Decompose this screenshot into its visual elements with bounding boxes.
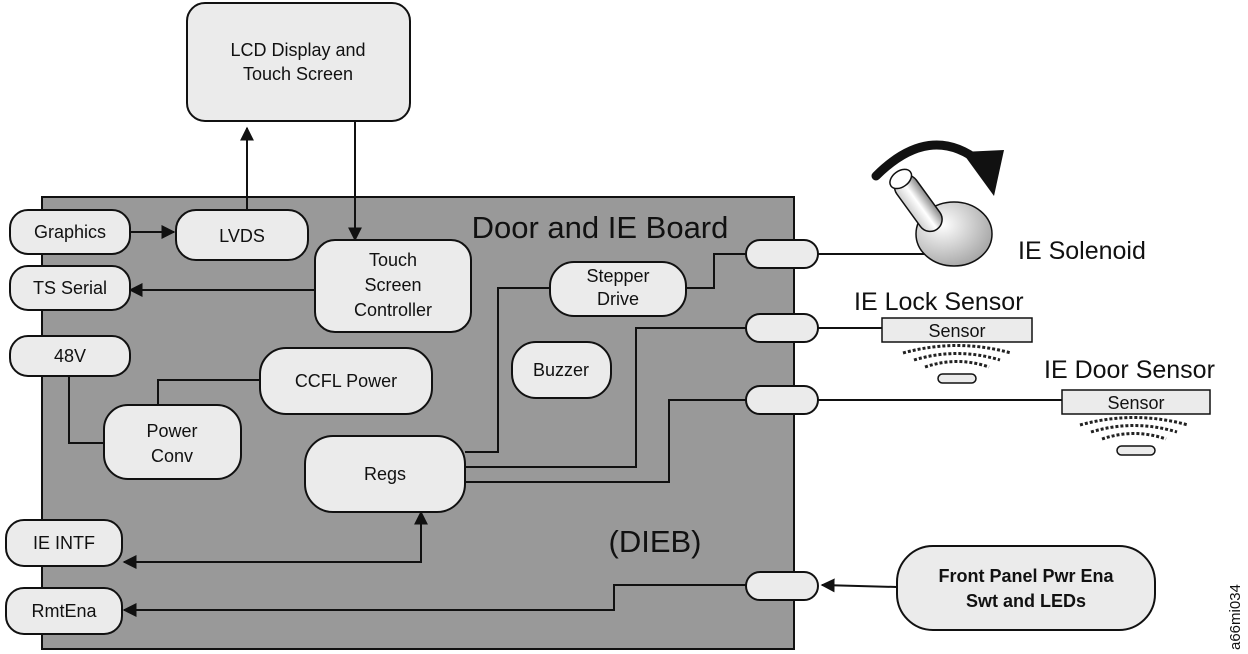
wire-stepper-connector <box>686 253 748 289</box>
wire-powerconv-ccfl <box>157 379 260 405</box>
ccfl-power-block: CCFL Power <box>259 347 433 415</box>
wire-regs-stepper <box>465 287 550 453</box>
ts-serial-block: TS Serial <box>9 265 131 311</box>
rmtena-block: RmtEna <box>5 587 123 635</box>
ie-intf-block: IE INTF <box>5 519 123 567</box>
board-abbrev: (DIEB) <box>609 524 702 559</box>
connector-front-panel <box>745 571 819 601</box>
edge-connectors <box>745 239 819 601</box>
ie-lock-sensor-label: IE Lock Sensor <box>854 288 1024 316</box>
graphics-label: Graphics <box>34 222 106 242</box>
power-conv-block: Power Conv <box>103 404 242 480</box>
regs-label: Regs <box>364 464 406 484</box>
lock-sensor-box-label: Sensor <box>928 321 985 341</box>
rmtena-label: RmtEna <box>31 601 97 621</box>
lcd-label-1: LCD Display and <box>230 40 365 60</box>
ie-intf-label: IE INTF <box>33 533 95 553</box>
wire-ieintf-regs <box>122 510 428 569</box>
ie-solenoid-label: IE Solenoid <box>1018 237 1146 265</box>
figure-id: a66mi034 <box>1227 584 1244 650</box>
buzzer-block: Buzzer <box>511 341 612 399</box>
lock-sensor-icon: Sensor <box>881 317 1033 384</box>
door-sensor-box-label: Sensor <box>1107 393 1164 413</box>
wire-regs-door <box>465 399 748 483</box>
stepper-label-1: Stepper <box>586 266 649 286</box>
front-panel-block: Front Panel Pwr Ena Swt and LEDs <box>896 545 1156 631</box>
v48-label: 48V <box>54 346 86 366</box>
lcd-label-2: Touch Screen <box>243 64 353 84</box>
touch-screen-controller-block: Touch Screen Controller <box>314 239 472 333</box>
buzzer-label: Buzzer <box>533 360 589 380</box>
wire-frontpanel-connector <box>820 578 898 593</box>
front-panel-label-1: Front Panel Pwr Ena <box>938 566 1114 586</box>
tsc-label-2: Screen <box>364 275 421 295</box>
wire-regs-lock <box>465 327 748 468</box>
ie-door-sensor-label: IE Door Sensor <box>1044 356 1215 384</box>
graphics-block: Graphics <box>9 209 131 255</box>
stepper-drive-block: Stepper Drive <box>549 261 687 317</box>
wire-connector-rmtena <box>122 584 746 617</box>
front-panel-label-2: Swt and LEDs <box>966 591 1086 611</box>
connector-lock-sensor <box>745 313 819 343</box>
ts-serial-label: TS Serial <box>33 278 107 298</box>
wires <box>68 122 1062 617</box>
board-title: Door and IE Board <box>472 210 729 245</box>
ccfl-label: CCFL Power <box>295 371 397 391</box>
lcd-display-block: LCD Display and Touch Screen <box>186 2 411 122</box>
wire-48v-powerconv <box>68 371 104 444</box>
tsc-label-1: Touch <box>369 250 417 270</box>
stepper-label-2: Drive <box>597 289 639 309</box>
door-sensor-icon: Sensor <box>1061 389 1211 456</box>
connector-solenoid <box>745 239 819 269</box>
regs-block: Regs <box>304 435 466 513</box>
power-conv-label-1: Power <box>146 421 197 441</box>
lvds-block: LVDS <box>175 209 309 261</box>
v48-block: 48V <box>9 335 131 377</box>
tsc-label-3: Controller <box>354 300 432 320</box>
solenoid-icon <box>871 140 1004 267</box>
power-conv-label-2: Conv <box>151 446 193 466</box>
connector-door-sensor <box>745 385 819 415</box>
lvds-label: LVDS <box>219 226 265 246</box>
